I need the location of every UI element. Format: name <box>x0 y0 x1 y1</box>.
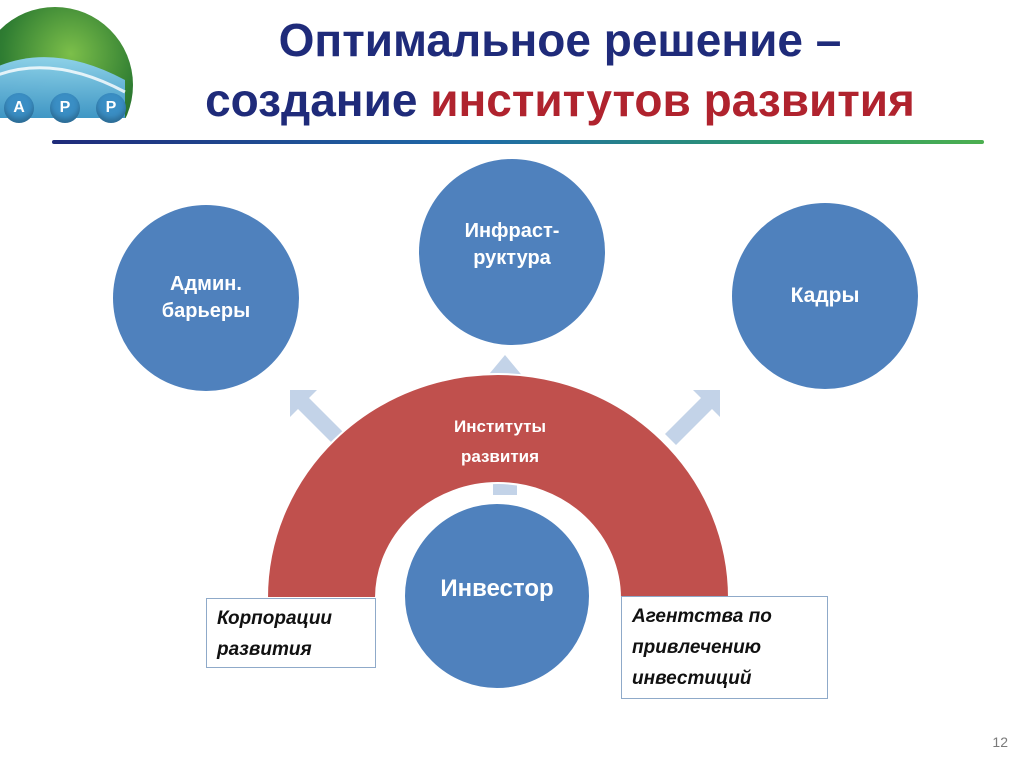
logo-letter-a: А <box>4 93 34 123</box>
node-infra-circle <box>419 159 605 345</box>
arrow-up-right <box>658 390 720 445</box>
node-admin-circle <box>113 205 299 391</box>
title-line-1: Оптимальное решение – <box>278 14 842 66</box>
page-title: Оптимальное решение – создание институто… <box>120 10 1000 130</box>
logo-letter-r2: Р <box>96 93 126 123</box>
institutes-arch <box>265 373 731 599</box>
node-kadry-label: Кадры <box>790 284 860 307</box>
institutes-arch-label: Институты развития <box>454 417 546 466</box>
title-line-2-accent: институтов развития <box>430 74 915 126</box>
node-investor-circle <box>403 502 591 690</box>
node-admin-label: Админ. барьеры <box>161 273 251 322</box>
title-line-2-plain: создание <box>205 74 431 126</box>
node-infra-label: Инфраст- руктура <box>464 220 560 269</box>
agencies-box: Агентства по привлечению инвестиций <box>621 596 828 699</box>
node-investor-label: Инвестор <box>440 575 554 602</box>
title-underline <box>52 140 984 144</box>
arrow-up-left <box>290 390 352 445</box>
logo-letter-r1: Р <box>50 93 80 123</box>
logo: А Р Р <box>0 0 135 163</box>
logo-globe-icon <box>0 7 135 163</box>
corporations-box: Корпорации развития <box>206 598 376 668</box>
node-kadry-circle <box>732 203 918 389</box>
title-line-2: создание институтов развития <box>120 70 1000 130</box>
page-number: 12 <box>992 734 1008 750</box>
